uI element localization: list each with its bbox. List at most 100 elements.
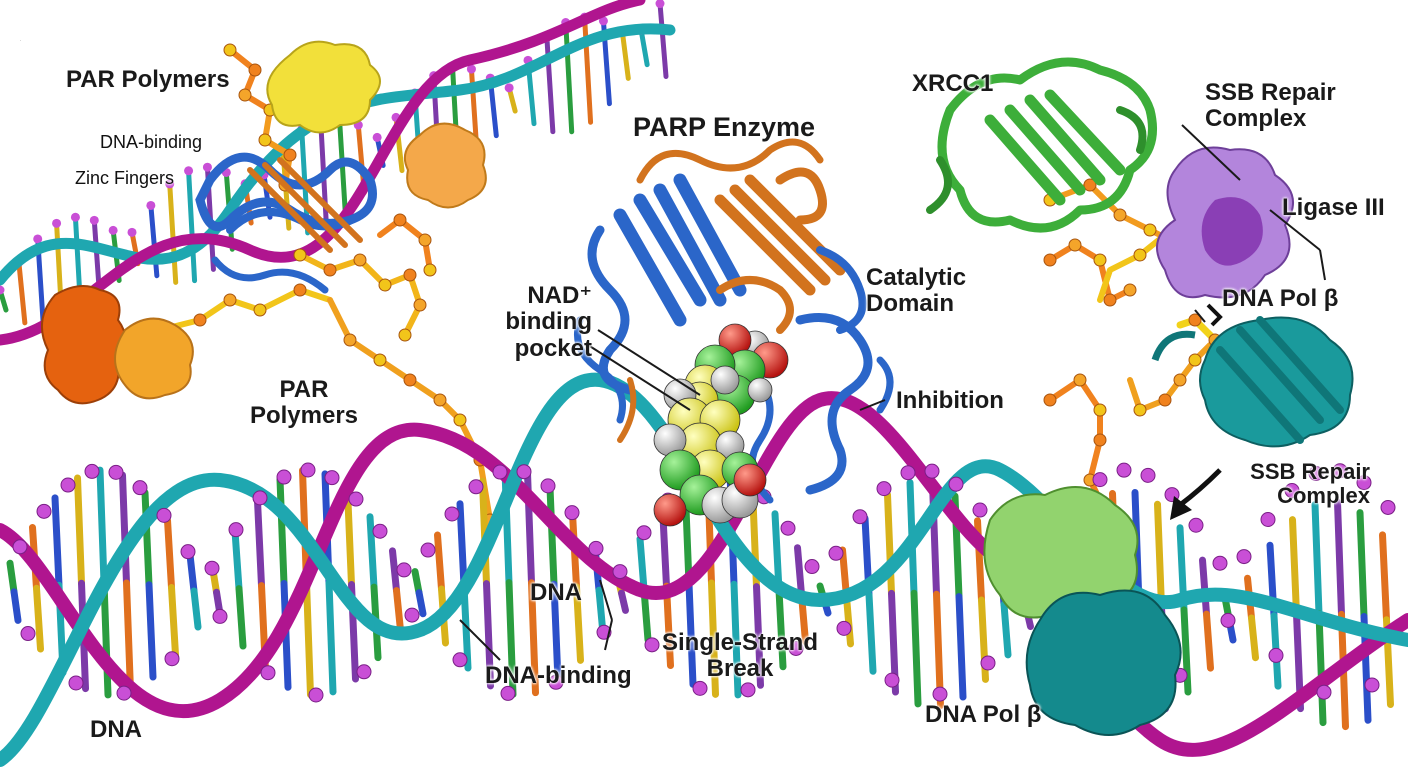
par-bead (353, 253, 367, 267)
par-bead (1143, 223, 1157, 237)
phosphate-bead (655, 0, 665, 9)
label-par-polymers-top: PAR Polymers (66, 66, 230, 93)
par-bead (1093, 433, 1107, 447)
orange-surface-blob-top (404, 122, 487, 209)
par-bead (1173, 373, 1187, 387)
base-pair-half (775, 586, 787, 671)
base-pair-half (528, 579, 539, 697)
atom-sphere (653, 493, 687, 527)
phosphate-bead (492, 464, 508, 480)
phosphate-bead (692, 680, 708, 696)
phosphate-bead (33, 234, 43, 244)
phosphate-bead (924, 463, 940, 479)
nad-inhibitor-molecule (653, 323, 789, 527)
base-pair (16, 259, 28, 326)
par-bead (1188, 313, 1202, 327)
phosphate-bead (876, 481, 892, 497)
phosphate-bead (260, 665, 276, 681)
base-pair-half (100, 579, 112, 699)
base-pair-half (411, 568, 423, 597)
phosphate-bead (828, 545, 844, 561)
base-pair-half (708, 579, 719, 698)
base-pair-half (74, 474, 85, 587)
base-pair-half (393, 587, 404, 634)
phosphate-bead (1356, 475, 1372, 491)
label-single-strand-line1: Single-Strand (661, 629, 818, 656)
phosphate-bead (108, 225, 118, 235)
par-bead (258, 133, 272, 147)
phosphate-bead (1212, 555, 1228, 571)
par-bead (1093, 403, 1107, 417)
teal-surface-blob (1025, 589, 1182, 736)
par-bead (238, 88, 252, 102)
label-dna-center: DNA (530, 579, 582, 606)
atom-sphere (733, 463, 767, 497)
par-bead (1043, 253, 1057, 267)
base-pair-half (1180, 606, 1192, 696)
base-pair-half (884, 491, 895, 597)
phosphate-bead (68, 675, 84, 691)
base-pair-half (865, 591, 877, 675)
phosphate-bead (636, 525, 652, 541)
par-bead (323, 263, 337, 277)
phosphate-bead (324, 470, 340, 486)
base-pair-half (389, 547, 400, 595)
base-pair-half (1248, 614, 1259, 662)
phosphate-bead (788, 640, 804, 656)
label-inhibition: Inhibition (896, 387, 1004, 414)
base-pair-half (254, 497, 265, 590)
phosphate-bead (12, 539, 28, 555)
phosphate-bead (127, 227, 137, 237)
base-pair-half (1199, 556, 1210, 618)
label-dna-binding-bottom: DNA-binding (485, 662, 632, 689)
par-bead (1133, 248, 1147, 262)
phosphate-bead (466, 64, 476, 74)
leader-lines (459, 124, 1326, 661)
upper-strand-magenta (0, 0, 646, 346)
par-bead (248, 63, 262, 77)
phosphate-bead (156, 507, 172, 523)
base-pair-half (843, 593, 854, 648)
par-bead (373, 353, 387, 367)
base-pair-half (794, 544, 805, 599)
phosphate-bead (228, 522, 244, 538)
par-bead (1073, 373, 1087, 387)
par-bead (1068, 238, 1082, 252)
base-pair-half (190, 587, 202, 631)
phosphate-bead (598, 16, 608, 26)
phosphate-bead (146, 200, 156, 210)
base-pair-half (303, 579, 314, 699)
parp-zinc-finger-ribbons (195, 152, 377, 294)
dark-orange-surface-blob (40, 285, 127, 405)
base-pair-half (1356, 509, 1368, 620)
phosphate-bead (212, 608, 228, 624)
phosphate-bead (252, 490, 268, 506)
phosphate-bead (52, 218, 62, 228)
par-bead (398, 328, 412, 342)
base-pair-half (771, 510, 783, 594)
base-pair-half (505, 579, 517, 698)
par-bead (453, 413, 467, 427)
label-parp-enzyme: PARP Enzyme (633, 112, 816, 142)
base-pair-half (96, 466, 108, 587)
base-pair (148, 202, 160, 279)
base-pair-half (145, 581, 157, 681)
base-pair-half (546, 484, 558, 588)
base-pair-half (1334, 498, 1345, 618)
phosphate-bead (116, 685, 132, 701)
phosphate-bead (70, 212, 80, 222)
label-ssb-top-line2: Complex (1205, 105, 1307, 133)
label-par-polymers-mid-line1: PAR (279, 376, 329, 403)
base-pair (167, 181, 179, 285)
base-pair-half (1315, 610, 1327, 727)
phosphate-bead (540, 478, 556, 494)
base-pair-half (573, 583, 584, 664)
phosphate-bead (1140, 467, 1156, 483)
phosphate-bead (884, 672, 900, 688)
phosphate-bead (204, 560, 220, 576)
base-pair-half (550, 580, 562, 685)
par-bead (418, 233, 432, 247)
par-bead (1103, 293, 1117, 307)
phosphate-bead (644, 637, 660, 653)
